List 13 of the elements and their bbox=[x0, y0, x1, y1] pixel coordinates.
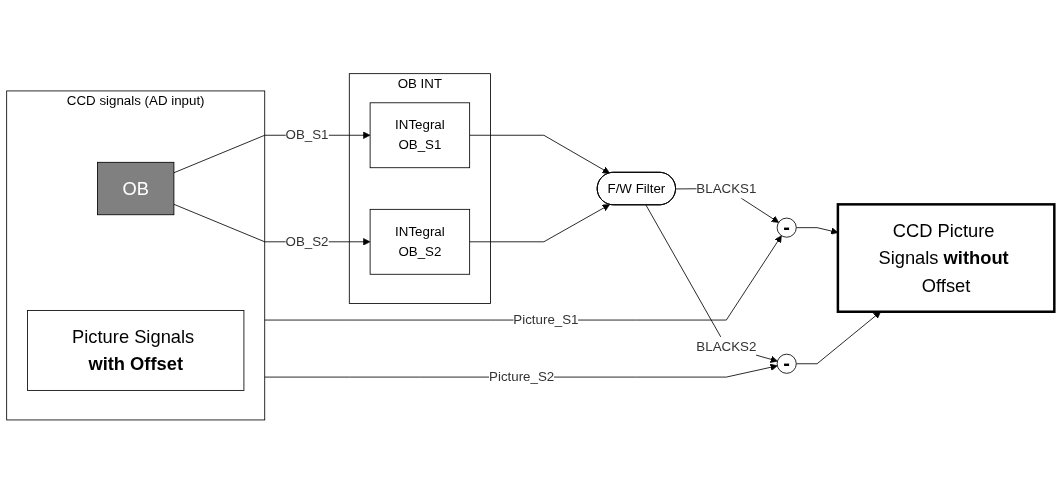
edge-label: BLACKS1 bbox=[696, 180, 757, 195]
node-box: Picture Signals with Offset bbox=[27, 309, 245, 391]
edge-label: BLACKS2 bbox=[696, 338, 757, 354]
node-circle: - bbox=[776, 217, 797, 238]
edge-label: OB_S1 bbox=[285, 127, 329, 142]
node-box: INTegral OB_S2 bbox=[369, 208, 471, 275]
node-box: CCD Picture Signals without Offset bbox=[836, 202, 1056, 313]
node-circle: - bbox=[776, 353, 797, 374]
edge-label: Picture_S2 bbox=[489, 369, 555, 384]
edge-label: OB_S2 bbox=[285, 234, 329, 249]
node-box: OB bbox=[97, 161, 175, 215]
node-box: INTegral OB_S1 bbox=[369, 102, 471, 168]
edge-label: Picture_S1 bbox=[513, 312, 579, 327]
